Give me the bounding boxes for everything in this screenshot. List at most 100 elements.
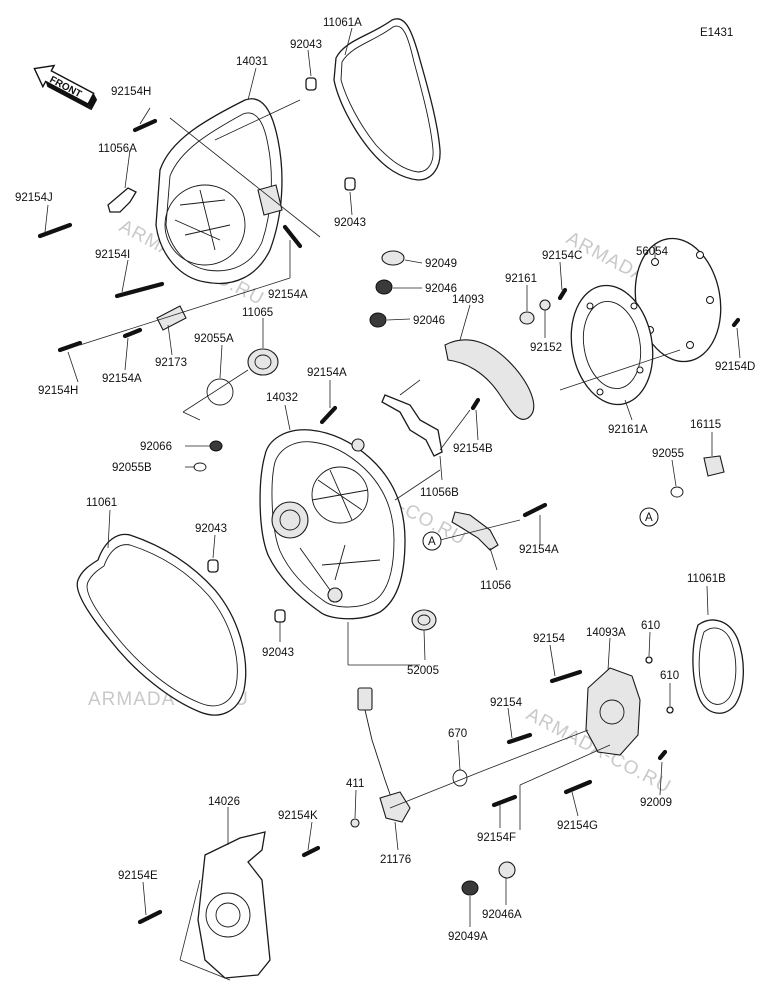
seal-92049: [381, 250, 405, 266]
part-label-92161a: 92161A: [608, 424, 648, 436]
bolt-92154j: [37, 222, 73, 239]
part-label-92152: 92152: [530, 342, 562, 354]
seal-52005: [411, 609, 437, 631]
front-arrow-icon: FRONT: [33, 64, 98, 111]
part-label-92154: 92154: [533, 633, 566, 645]
bolt-92154a-b: [122, 327, 143, 339]
part-label-14032: 14032: [266, 392, 298, 404]
part-label-411: 411: [346, 778, 364, 790]
part-label-92154j: 92154J: [15, 192, 53, 204]
bushing-92161: [519, 311, 535, 325]
dowel-610-a: [645, 656, 653, 664]
part-label-11061b: 11061B: [687, 573, 726, 585]
dowel-610-b: [666, 706, 674, 714]
part-label-52005: 52005: [407, 665, 439, 677]
gasket-11061b: [692, 619, 744, 714]
bolt-92154a-d: [522, 502, 548, 518]
part-label-92154c: 92154C: [542, 250, 582, 262]
part-label-11065: 11065: [242, 307, 273, 319]
part-label-92043: 92043: [195, 523, 227, 535]
bushing-92046-a: [375, 279, 393, 295]
part-label-11061a: 11061A: [323, 17, 362, 29]
part-label-11056b: 11056B: [420, 487, 459, 499]
part-label-16115: 16115: [690, 419, 721, 431]
dowel-92043-c: [207, 559, 219, 573]
bolt-92154-b: [506, 732, 533, 745]
part-label-92154g: 92154G: [557, 820, 598, 832]
part-label-92049a: 92049A: [448, 931, 488, 943]
seal-11065: [247, 348, 279, 376]
part-label-11056: 11056: [480, 580, 511, 592]
gasket-11061: [76, 533, 247, 716]
bolt-92154k: [301, 845, 321, 858]
part-label-92154f: 92154F: [477, 832, 516, 844]
bolt-92154f: [491, 794, 518, 808]
part-label-92154h: 92154H: [38, 385, 78, 397]
part-label-21176: 21176: [380, 854, 411, 866]
part-label-14026: 14026: [208, 796, 240, 808]
bushing-92046a: [498, 861, 516, 879]
cover-14032: [259, 429, 406, 620]
part-label-92055b: 92055B: [112, 462, 152, 474]
washer-92152: [539, 299, 551, 311]
cap-16115: [703, 455, 725, 477]
bolt-92154a-c: [319, 405, 338, 425]
part-label-14093a: 14093A: [586, 627, 626, 639]
bolt-92154-a: [549, 669, 583, 684]
dowel-92043-d: [274, 609, 286, 623]
bolt-92154g: [563, 779, 593, 795]
part-label-610: 610: [641, 620, 660, 632]
part-label-92154a: 92154A: [307, 367, 347, 379]
seal-92049a: [461, 880, 479, 896]
part-label-92154h: 92154H: [111, 86, 151, 98]
part-label-11056a: 11056A: [98, 143, 137, 155]
part-label-92154a: 92154A: [519, 544, 559, 556]
part-label-14031: 14031: [236, 56, 268, 68]
bolt-92154h-b: [57, 340, 83, 353]
part-label-92154b: 92154B: [453, 443, 493, 455]
gasket-92161a: [570, 284, 654, 406]
callout-a-1-text: A: [428, 536, 436, 548]
part-label-92046: 92046: [413, 315, 445, 327]
dowel-92043-a: [305, 77, 317, 91]
part-label-92043: 92043: [290, 39, 322, 51]
part-label-92046a: 92046A: [482, 909, 522, 921]
part-label-670: 670: [448, 728, 467, 740]
part-label-11061: 11061: [86, 497, 117, 509]
part-label-92043: 92043: [262, 647, 294, 659]
part-label-92161: 92161: [505, 273, 537, 285]
cap-92173: [156, 305, 187, 331]
bushing-92046-b: [369, 312, 387, 328]
bolt-92154d: [731, 317, 741, 328]
part-label-610: 610: [660, 670, 679, 682]
part-label-92154i: 92154I: [95, 249, 130, 261]
part-label-14093: 14093: [452, 294, 484, 306]
plug-92066: [209, 440, 223, 452]
bolt-92009: [657, 749, 668, 761]
part-label-92154k: 92154K: [278, 810, 318, 822]
bolt-92154e: [137, 909, 163, 925]
guide-14093: [444, 339, 535, 420]
bracket-11056a: [107, 187, 137, 213]
part-label-92066: 92066: [140, 441, 172, 453]
part-label-92043: 92043: [334, 217, 366, 229]
cover-14093a: [585, 667, 641, 756]
bolt-92154h-a: [132, 118, 158, 133]
bracket-11056b: [381, 394, 443, 457]
sensor-21176: [357, 687, 411, 823]
callout-a-1: A: [422, 531, 442, 551]
bolt-92154b: [470, 397, 481, 411]
part-label-92154e: 92154E: [118, 870, 158, 882]
callout-a-2-text: A: [645, 512, 653, 524]
diagram-code: E1431: [700, 27, 733, 39]
part-label-92055a: 92055A: [194, 333, 234, 345]
dowel-92043-b: [344, 177, 356, 191]
bolt-92154i: [114, 281, 165, 299]
washer-411: [350, 818, 360, 828]
cover-14031: [155, 98, 283, 285]
part-label-92055: 92055: [652, 448, 684, 460]
bolt-92154c: [557, 287, 568, 301]
oring-92055b: [193, 462, 207, 472]
callout-a-2: A: [639, 507, 659, 527]
